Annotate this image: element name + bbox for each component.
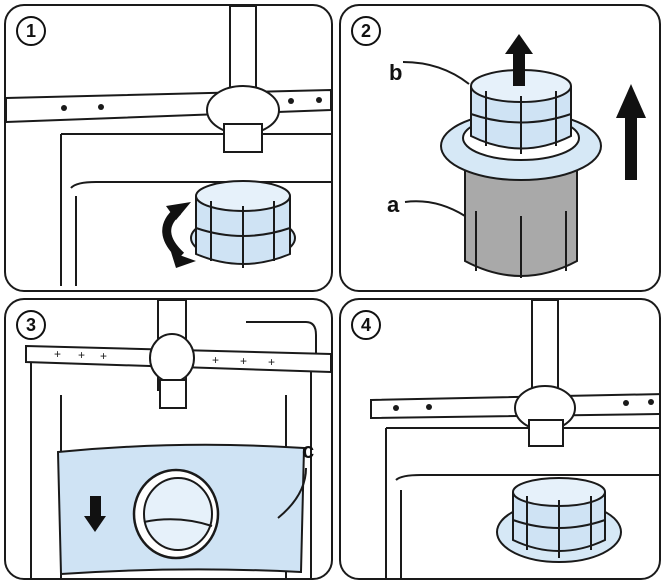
step-number-badge: 2 [351,16,381,46]
step-3-illustration: + + + + + + [25,300,331,578]
callout-label-b: b [389,60,403,85]
step-2-panel: 2 b a [339,4,661,292]
callout-label-c: c [302,438,315,463]
step-1-panel: 1 [4,4,333,292]
svg-text:+: + [78,348,85,362]
step-1-illustration [6,6,331,286]
svg-text:+: + [212,353,219,367]
step-3-panel: + + + + + + 3 c [4,298,333,580]
svg-text:+: + [100,349,107,363]
step-4-panel: 4 [339,298,661,580]
svg-text:+: + [268,355,275,369]
callout-label-a: a [387,192,400,217]
step-4-illustration [370,300,659,578]
svg-text:+: + [240,354,247,368]
step-number-badge: 4 [351,310,381,340]
step-2-illustration [402,34,646,278]
step-number-badge: 3 [16,310,46,340]
svg-text:+: + [54,347,61,361]
step-number-badge: 1 [16,16,46,46]
